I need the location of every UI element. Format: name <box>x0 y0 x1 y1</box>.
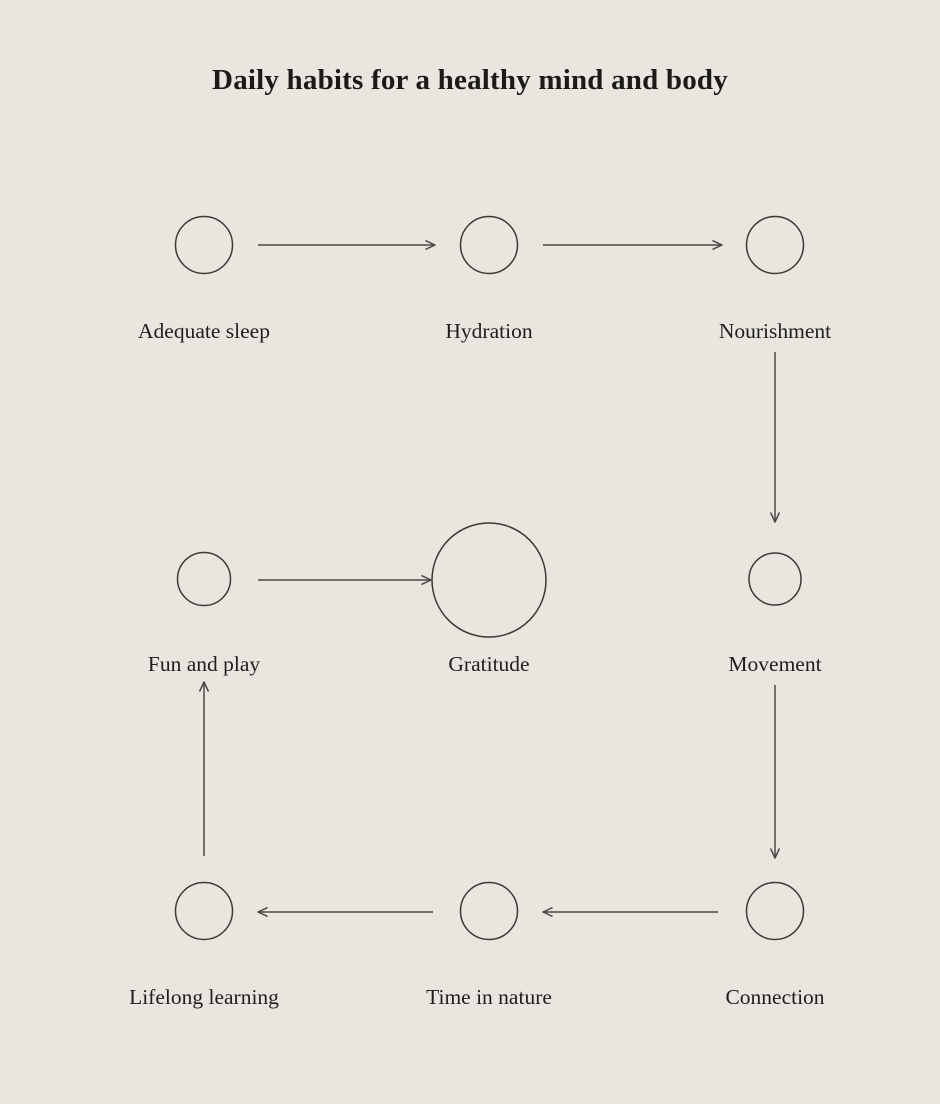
edge-nature-to-learning <box>257 907 433 917</box>
node-circle-adequate-sleep[interactable] <box>174 215 234 275</box>
arrowhead-icon <box>770 512 780 523</box>
node-circle-fun-and-play[interactable] <box>176 551 232 607</box>
edge-hydration-to-nourishment <box>543 240 723 250</box>
node-label-lifelong-learning: Lifelong learning <box>129 985 279 1009</box>
node-circle-gratitude[interactable] <box>431 522 547 638</box>
node-label-adequate-sleep: Adequate sleep <box>138 319 270 343</box>
node-label-gratitude: Gratitude <box>448 652 529 676</box>
arrowhead-icon <box>770 848 780 859</box>
edges-layer <box>199 240 780 917</box>
node-label-fun-and-play: Fun and play <box>148 652 261 676</box>
arrowhead-icon <box>421 575 432 585</box>
edge-nourishment-to-movement <box>770 352 780 523</box>
node-label-connection: Connection <box>725 985 824 1009</box>
arrowhead-icon <box>257 907 268 917</box>
edge-sleep-to-hydration <box>258 240 436 250</box>
arrowhead-icon <box>542 907 553 917</box>
node-circle-movement[interactable] <box>748 552 802 606</box>
arrowhead-icon <box>199 681 209 692</box>
node-circle-hydration[interactable] <box>459 215 519 275</box>
node-circle-connection[interactable] <box>745 881 805 941</box>
edge-fun-to-gratitude <box>258 575 432 585</box>
edge-learning-to-fun <box>199 681 209 856</box>
arrowhead-icon <box>425 240 436 250</box>
edge-connection-to-nature <box>542 907 718 917</box>
node-circle-lifelong-learning[interactable] <box>174 881 234 941</box>
node-label-hydration: Hydration <box>445 319 532 343</box>
node-label-movement: Movement <box>728 652 821 676</box>
node-circle-nourishment[interactable] <box>745 215 805 275</box>
node-circle-time-in-nature[interactable] <box>459 881 519 941</box>
node-label-nourishment: Nourishment <box>719 319 831 343</box>
arrowhead-icon <box>712 240 723 250</box>
nodes-layer <box>174 215 805 941</box>
page-title: Daily habits for a healthy mind and body <box>212 64 728 96</box>
edge-movement-to-connection <box>770 685 780 859</box>
node-label-time-in-nature: Time in nature <box>426 985 552 1009</box>
